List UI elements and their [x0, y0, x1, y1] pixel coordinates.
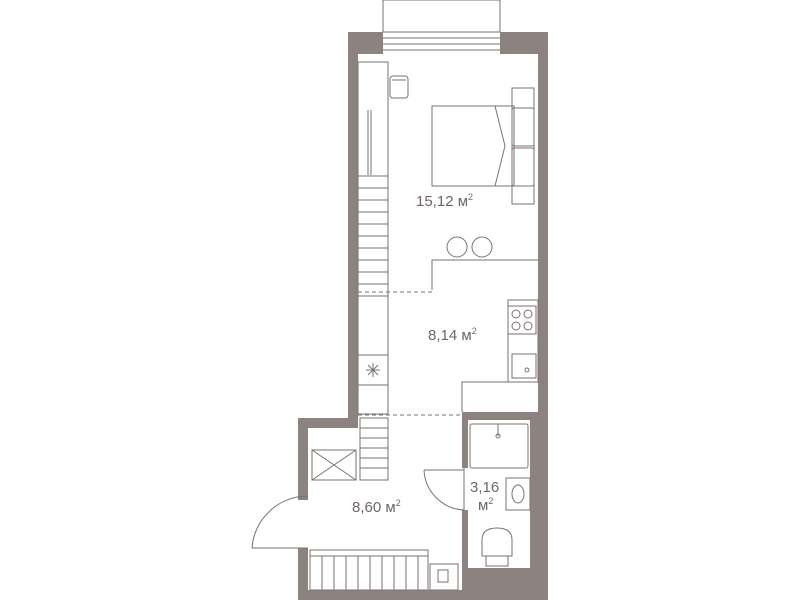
- sink-icon: [511, 353, 537, 379]
- bottom-wardrobe: [309, 549, 459, 591]
- snowflake-icon: [366, 363, 380, 377]
- room-area-bathroom: 3,16: [470, 479, 499, 496]
- room-area-kitchen: 8,14 м2: [428, 326, 477, 344]
- kitchen-counter: [507, 299, 539, 383]
- bathroom-door: [423, 468, 465, 511]
- entrance-door: [251, 495, 309, 549]
- balcony-window: [382, 0, 501, 51]
- exterior-walls: [298, 32, 548, 600]
- hall-cabinet: [359, 417, 389, 481]
- washbasin-icon: [505, 477, 531, 511]
- room-area-hall: 8,60 м2: [352, 498, 401, 516]
- interior-walls: [358, 259, 538, 590]
- room-area-bathroom-unit: м2: [478, 496, 493, 514]
- bed-icon: [431, 87, 535, 205]
- room-area-living: 15,12 м2: [416, 192, 473, 210]
- utility-box: [311, 449, 357, 481]
- chair-icon: [389, 75, 409, 99]
- toilet-icon: [481, 527, 513, 567]
- stove-icon: [511, 309, 533, 331]
- wardrobe: [357, 61, 389, 415]
- bathtub-icon: [469, 423, 529, 469]
- stools: [446, 236, 493, 258]
